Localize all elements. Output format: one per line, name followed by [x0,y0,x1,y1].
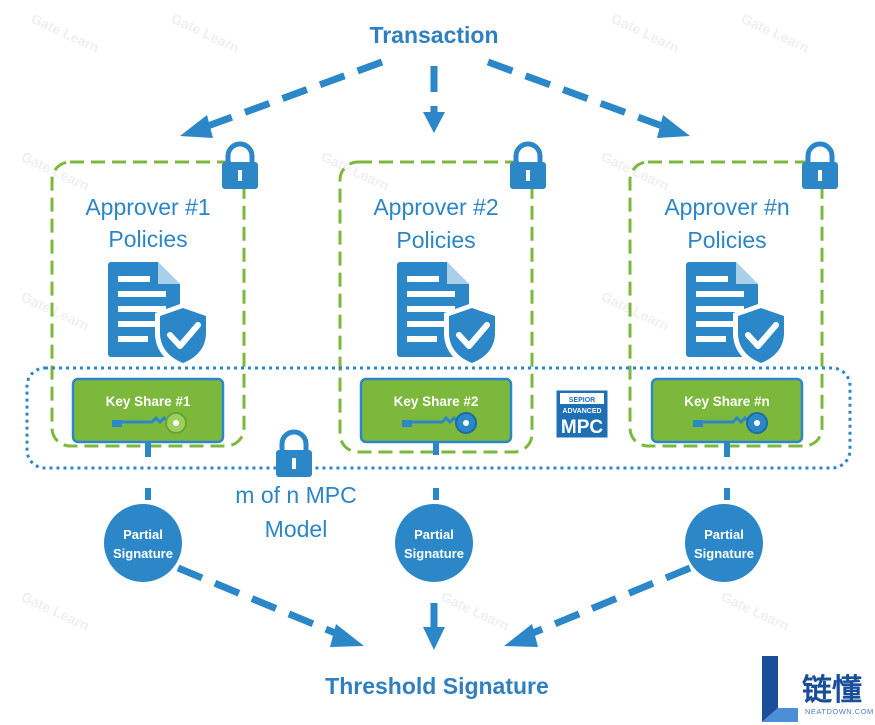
approver-2-title: Approver #2 [373,194,498,220]
key-share-box [650,377,804,444]
partial-signature-2: Partial Signature [395,504,473,582]
watermark-text: Gate Learn [169,10,242,55]
shield-check-icon [444,303,500,369]
logo-mark [762,656,778,722]
partial-signature-circle [395,504,473,582]
watermark-text: Gate Learn [29,10,102,55]
neatdown-logo: 链懂 NEATDOWN.COM [762,656,874,722]
mpc-badge-line3: MPC [561,417,604,438]
arrowhead [504,624,538,647]
logo-url: NEATDOWN.COM [805,707,874,716]
watermark-text: Gate Learn [719,588,792,633]
sepior-mpc-badge: SEPIOR ADVANCED MPC [555,389,609,439]
lock-icon [802,141,838,189]
bottom-arrowheads [330,624,538,650]
arrowhead [657,115,690,138]
mpc-badge-line1: SEPIOR [569,397,595,404]
logo-mark-foot [762,708,798,722]
watermark-text: Gate Learn [19,148,92,193]
watermark-text: Gate Learn [319,148,392,193]
mpc-model-line2: Model [265,516,328,542]
connectors [145,442,730,500]
mpc-badge-line2: ADVANCED [562,408,601,415]
arrow-to-approver-n [486,58,667,131]
mpc-model-line1: m of n MPC [235,482,356,508]
shield-check-icon [155,303,211,369]
arrow-from-partial-1 [176,564,342,639]
lock-icon [276,429,312,477]
lock-icons [222,141,838,189]
bottom-arrows [176,564,692,639]
watermark-text: Gate Learn [599,288,672,333]
partial-signature-circle [685,504,763,582]
watermark-text: Gate Learn [599,148,672,193]
approver-2-policies: Policies [396,227,475,253]
mpc-badge-strip [560,393,604,404]
key-share-label: Key Share #1 [106,394,191,409]
approver-box-2 [338,160,534,454]
key-share-2: Key Share #2 [359,377,513,444]
watermark-text: Gate Learn [19,588,92,633]
partial-signature-line2: Signature [404,546,464,561]
arrowhead [330,624,364,647]
top-arrowheads [180,112,690,138]
key-share-n: Key Share #n [650,377,804,444]
arrow-to-approver-1 [203,58,384,131]
arrowhead [423,112,445,133]
partial-signature-line1: Partial [704,527,744,542]
approver-1-title: Approver #1 [85,194,210,220]
key-icon [402,412,477,434]
watermark-text: Gate Learn [439,588,512,633]
lock-icon [510,141,546,189]
watermark-text: Gate Learn [609,10,682,55]
key-share-1: Key Share #1 [71,377,225,444]
partial-signature-line1: Partial [414,527,454,542]
threshold-signature-label: Threshold Signature [325,673,549,699]
watermark-text: Gate Learn [19,288,92,333]
partial-signature-line2: Signature [113,546,173,561]
lock-icon [222,141,258,189]
approver-n-policies: Policies [687,227,766,253]
partial-signature-1: Partial Signature [104,504,182,582]
key-icon [112,412,187,434]
arrowhead [180,115,213,138]
key-share-box [359,377,513,444]
approver-n-title: Approver #n [664,194,789,220]
key-share-label: Key Share #2 [394,394,479,409]
arrowhead [423,627,445,650]
mpc-band [25,366,852,470]
arrow-from-partial-n [526,564,692,639]
partial-signature-circle [104,504,182,582]
approver-1-policies: Policies [108,226,187,252]
key-share-box [71,377,225,444]
shield-check-icon [733,303,789,369]
partial-signature-n: Partial Signature [685,504,763,582]
partial-signature-line1: Partial [123,527,163,542]
top-arrows [203,58,667,131]
watermark-text: Gate Learn [739,10,812,55]
key-icon [693,412,768,434]
partial-signature-line2: Signature [694,546,754,561]
key-share-label: Key Share #n [684,394,770,409]
logo-chinese: 链懂 [802,673,862,708]
transaction-title: Transaction [369,22,498,48]
